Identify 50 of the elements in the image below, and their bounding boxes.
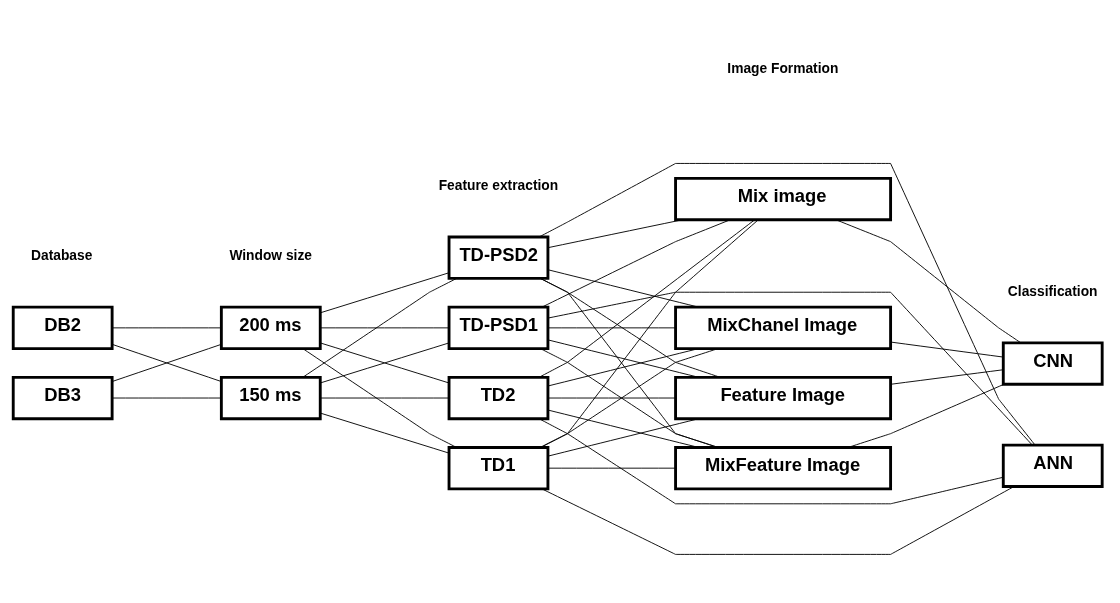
node-box: Feature Image	[674, 375, 893, 420]
connector	[541, 218, 731, 307]
connector	[302, 277, 457, 378]
node-box: TD-PSD2	[447, 235, 550, 280]
connector	[890, 368, 1004, 385]
connector	[547, 347, 699, 386]
connector	[319, 271, 450, 313]
connector	[835, 218, 1022, 343]
connector	[541, 485, 1015, 555]
connector	[547, 467, 676, 469]
node-box: TD2	[447, 375, 550, 420]
node-box: DB2	[11, 305, 114, 350]
connector	[538, 417, 1004, 504]
connector	[890, 341, 1004, 357]
connector	[547, 409, 699, 448]
connector	[540, 277, 721, 378]
connector	[112, 343, 222, 382]
connector	[540, 219, 759, 448]
connector	[538, 219, 755, 378]
connector	[302, 347, 457, 448]
connector	[538, 162, 1036, 446]
label: Image Formation	[727, 60, 839, 76]
connector	[112, 397, 222, 398]
label: Feature extraction	[438, 177, 559, 193]
node-box: CNN	[1001, 340, 1104, 386]
connector	[547, 218, 683, 248]
node-box: 150 ms	[219, 375, 322, 420]
label: Database	[31, 247, 93, 263]
connector	[547, 417, 699, 457]
node-box: Mix image	[674, 176, 893, 221]
connector	[319, 326, 450, 328]
connector	[540, 277, 719, 448]
node-box: DB3	[11, 375, 114, 420]
label: Window size	[229, 247, 312, 263]
connector	[547, 291, 1033, 445]
connector	[547, 397, 676, 398]
node-box: ANN	[1001, 443, 1104, 488]
node-box: TD-PSD1	[447, 305, 550, 350]
label: Classification	[1007, 283, 1098, 299]
node-box: 200 ms	[219, 305, 322, 350]
connector	[547, 338, 699, 378]
connector	[547, 326, 676, 328]
connector	[540, 347, 719, 448]
node-box: MixChanel Image	[674, 305, 893, 350]
node-box: MixFeature Image	[674, 445, 893, 490]
connector	[319, 397, 450, 398]
node-box: TD1	[447, 445, 550, 490]
connector	[112, 326, 222, 328]
connector	[547, 268, 699, 307]
connector	[319, 412, 450, 453]
